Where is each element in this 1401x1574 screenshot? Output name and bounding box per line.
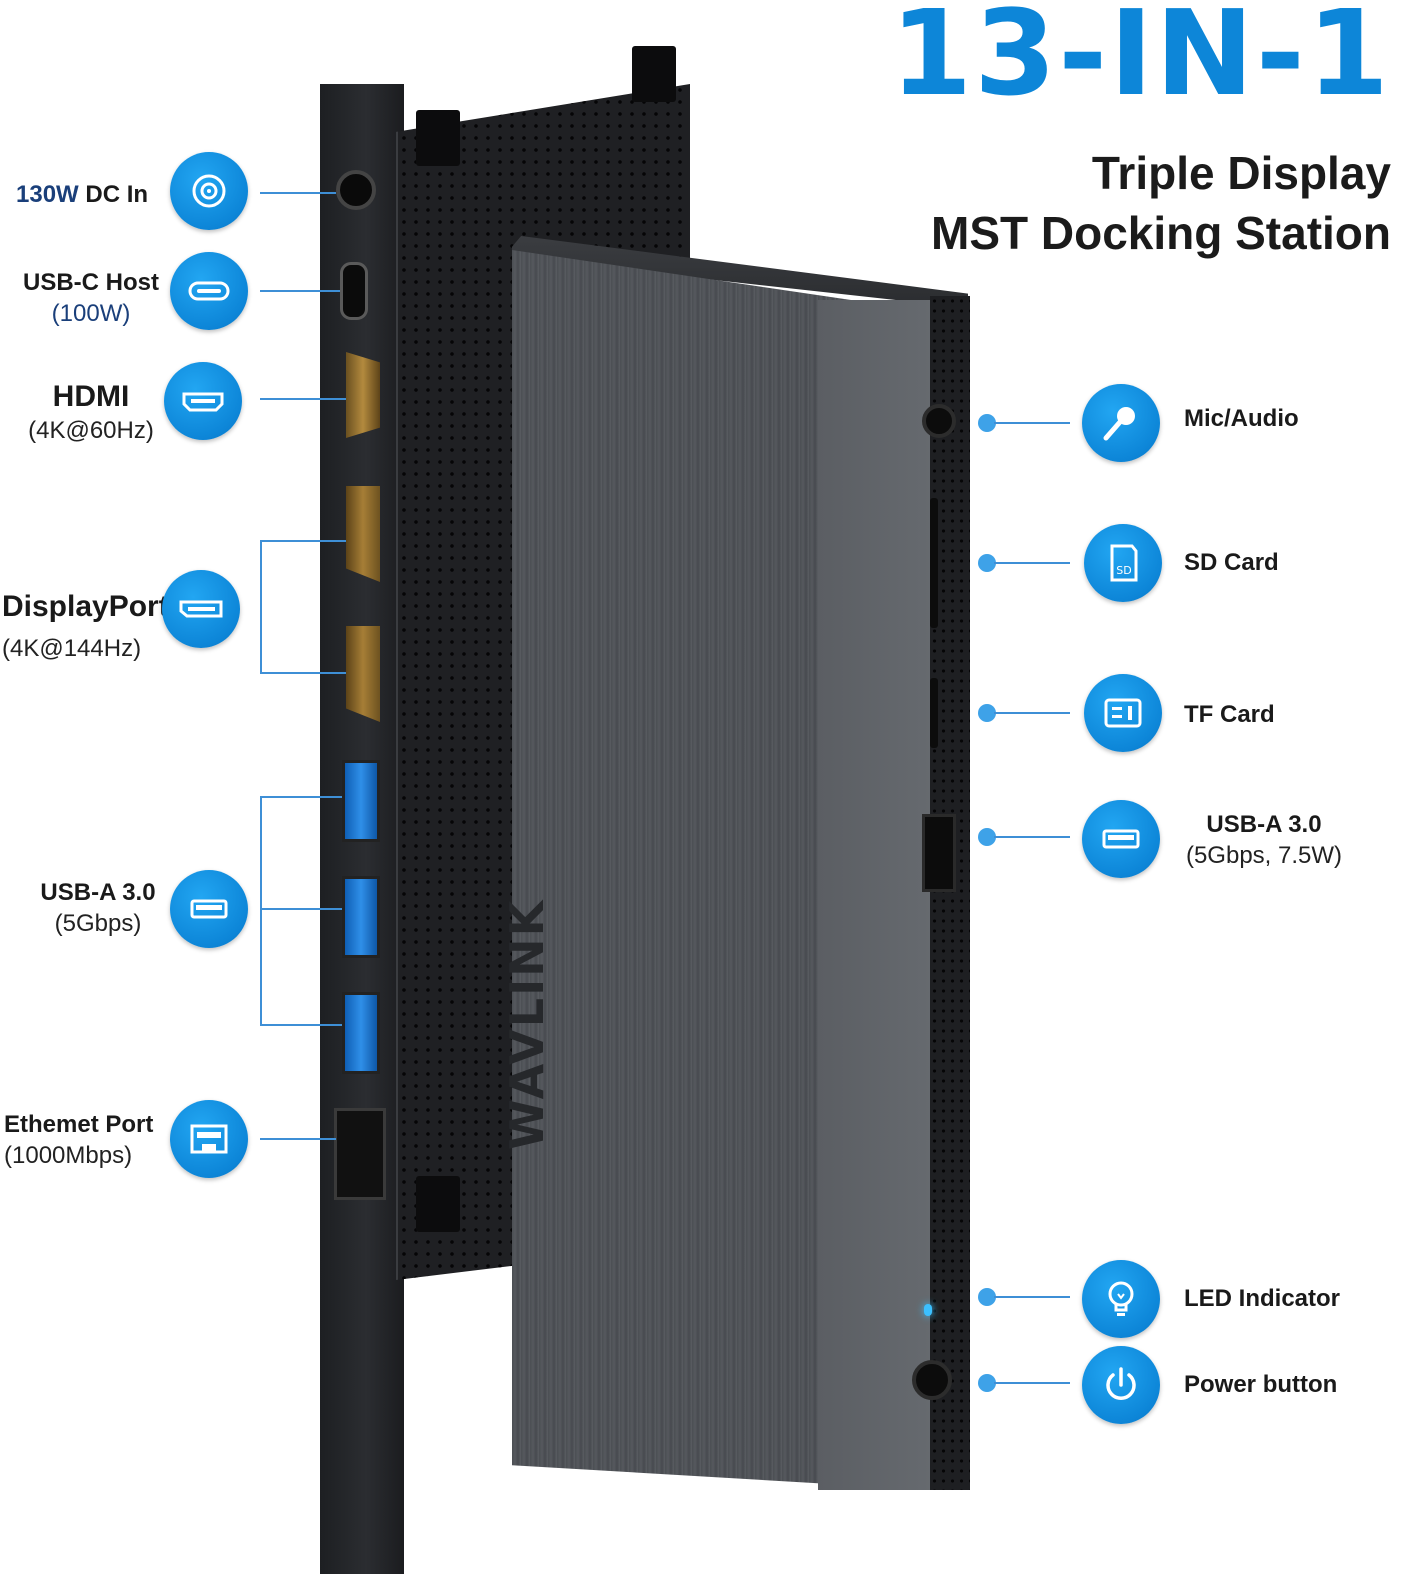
- audio-jack: [922, 404, 956, 438]
- displayport-port-2: [346, 626, 380, 722]
- rubber-foot: [632, 46, 676, 102]
- power-button: [912, 1360, 952, 1400]
- leader-line: [260, 192, 336, 194]
- front-unit-panel: [818, 300, 932, 1490]
- leader-line: [994, 836, 1070, 838]
- feature-label-led-indicator: LED Indicator: [1184, 1285, 1341, 1312]
- feature-label-usb-c: USB-C Host (100W): [23, 269, 159, 327]
- svg-text:SD: SD: [1116, 564, 1131, 577]
- led-indicator: [924, 1304, 932, 1316]
- leader-line: [260, 540, 346, 542]
- feature-label-power-button: Power button: [1184, 1371, 1338, 1398]
- front-usb-a-port: [922, 814, 956, 892]
- leader-line: [260, 398, 346, 400]
- usb-a-port-1: [342, 760, 380, 842]
- leader-line: [260, 796, 342, 798]
- leader-line: [994, 1382, 1070, 1384]
- leader-line: [994, 562, 1070, 564]
- leader-dot: [978, 828, 996, 846]
- leader-line: [260, 1138, 336, 1140]
- dc-power-icon: [170, 152, 248, 230]
- microphone-icon: [1082, 384, 1160, 462]
- feature-label-ethernet: Ethemet Port (1000Mbps): [4, 1111, 154, 1169]
- leader-line: [260, 290, 340, 292]
- lightbulb-icon: [1082, 1260, 1160, 1338]
- subtitle-line-1: Triple Display: [1091, 147, 1391, 199]
- ethernet-icon: [170, 1100, 248, 1178]
- leader-line: [994, 712, 1070, 714]
- front-unit-vent-side: [930, 296, 970, 1490]
- feature-label-usb-a-left: USB-A 3.0 (5Gbps): [40, 879, 156, 937]
- usb-a-port-2: [342, 876, 380, 958]
- feature-label-dc-in: 130W DC In: [16, 181, 149, 208]
- feature-label-usb-a-right: USB-A 3.0 (5Gbps, 7.5W): [1185, 811, 1343, 869]
- rubber-foot: [416, 1176, 460, 1232]
- subtitle-line-2: MST Docking Station: [931, 207, 1391, 259]
- power-icon: [1082, 1346, 1160, 1424]
- tf-card-icon: [1084, 674, 1162, 752]
- leader-bracket: [260, 796, 262, 1024]
- usb-a-port-3: [342, 992, 380, 1074]
- ethernet-port: [334, 1108, 386, 1200]
- sd-card-icon: SD: [1084, 524, 1162, 602]
- leader-dot: [978, 704, 996, 722]
- feature-label-displayport: DisplayPort (4K@144Hz): [2, 590, 169, 663]
- sd-card-slot: [930, 498, 938, 628]
- feature-label-hdmi: HDMI (4K@60Hz): [28, 380, 154, 445]
- usb-a-icon: [170, 870, 248, 948]
- feature-label-tf-card: TF Card: [1184, 701, 1275, 728]
- rubber-foot: [416, 110, 460, 166]
- dc-in-port: [336, 170, 376, 210]
- feature-label-sd-card: SD Card: [1184, 549, 1279, 576]
- leader-line: [994, 1296, 1070, 1298]
- usb-c-port: [340, 262, 368, 320]
- headline: 13-IN-1: [890, 0, 1391, 122]
- displayport-icon: [162, 570, 240, 648]
- leader-dot: [978, 1374, 996, 1392]
- leader-line: [994, 422, 1070, 424]
- feature-label-mic-audio: Mic/Audio: [1184, 405, 1299, 432]
- usb-a-icon: [1082, 800, 1160, 878]
- brand-logo: WAVLINK: [500, 898, 554, 1150]
- leader-line: [260, 908, 342, 910]
- leader-dot: [978, 554, 996, 572]
- hdmi-icon: [164, 362, 242, 440]
- displayport-port-1: [346, 486, 380, 582]
- leader-line: [260, 672, 346, 674]
- leader-bracket: [260, 540, 262, 672]
- leader-dot: [978, 414, 996, 432]
- hdmi-port: [346, 352, 380, 438]
- leader-line: [260, 1024, 342, 1026]
- leader-dot: [978, 1288, 996, 1306]
- usb-c-icon: [170, 252, 248, 330]
- tf-card-slot: [930, 678, 938, 748]
